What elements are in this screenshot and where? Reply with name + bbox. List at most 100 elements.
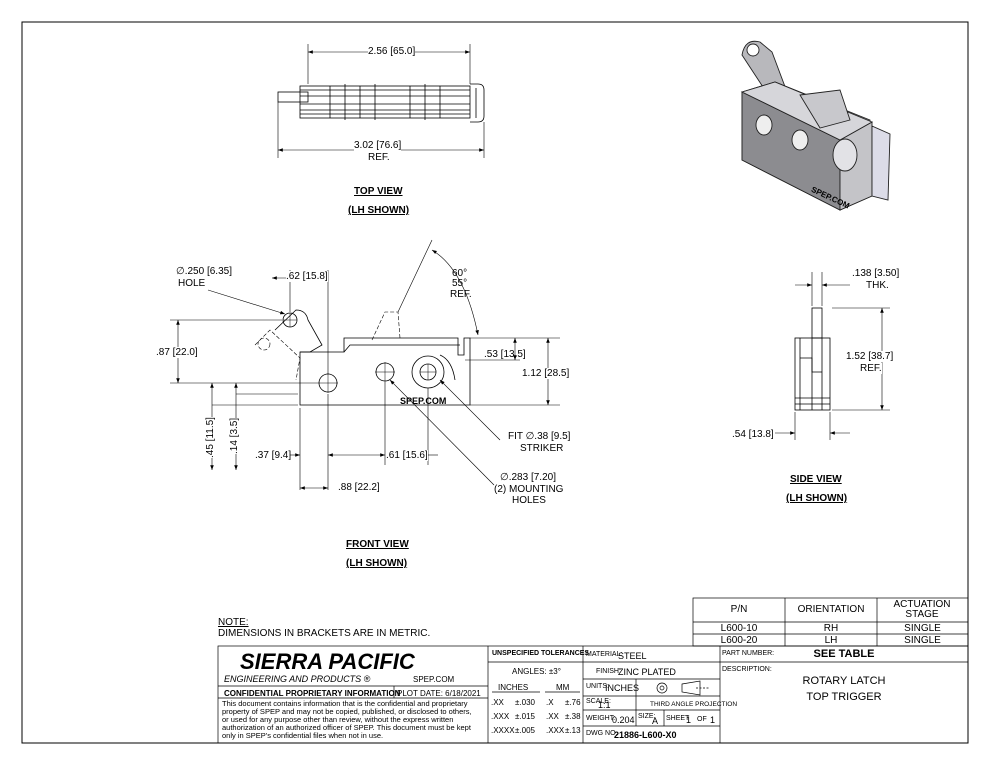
dim-hole-to-bottom: .45 [11.5] bbox=[205, 417, 216, 458]
dim-striker-slot-depth: .53 [13.5] bbox=[484, 349, 526, 360]
side-view-height: 1.52 [38.7] bbox=[846, 351, 894, 362]
scale-value: 1:1 bbox=[598, 700, 611, 710]
tolerances-mm-header: MM bbox=[556, 683, 570, 692]
plot-date: PLOT DATE: 6/18/2021 bbox=[397, 689, 481, 698]
drawing-number: 21886-L600-X0 bbox=[614, 730, 677, 740]
tol-row-1-mm-val: ±.76 bbox=[565, 698, 581, 707]
tol-row-1-mm: .X bbox=[546, 698, 554, 707]
description-label: DESCRIPTION: bbox=[722, 666, 772, 673]
parts-table-row-1-actuation: SINGLE bbox=[904, 623, 941, 634]
description-line-2: TOP TRIGGER bbox=[806, 691, 882, 703]
top-view-title: TOP VIEW bbox=[354, 186, 403, 197]
scale-label: SCALE: bbox=[586, 698, 611, 705]
side-view-drawing bbox=[775, 272, 890, 440]
front-view-drawing bbox=[170, 239, 560, 490]
description-line-1: ROTARY LATCH bbox=[802, 675, 886, 687]
note-title: NOTE: bbox=[218, 617, 249, 628]
tol-row-1-inch-val: ±.030 bbox=[515, 698, 535, 707]
tol-row-3-inch: .XXXX bbox=[491, 726, 515, 735]
striker-label: STRIKER bbox=[520, 443, 564, 454]
side-view-height-ref: REF. bbox=[860, 363, 882, 374]
sheet-value: 1 bbox=[686, 715, 692, 725]
tolerances-title: UNSPECIFIED TOLERANCES bbox=[492, 650, 590, 657]
top-view-overall-ref: REF. bbox=[368, 152, 390, 163]
finish-value: ZINC PLATED bbox=[618, 667, 676, 677]
trigger-angle-60: 60° bbox=[452, 268, 468, 279]
part-number-label: PART NUMBER: bbox=[722, 650, 775, 657]
title-block-grid bbox=[217, 645, 969, 744]
tol-row-2-mm-val: ±.38 bbox=[565, 712, 581, 721]
tol-row-3-inch-val: ±.005 bbox=[515, 726, 535, 735]
side-view-subtitle: (LH SHOWN) bbox=[786, 493, 848, 504]
disclaimer-line-3: or used for any purpose other than revie… bbox=[222, 715, 454, 724]
size-value: A bbox=[652, 716, 659, 726]
isometric-view-drawing bbox=[740, 40, 891, 211]
weight-value: 0.204 bbox=[612, 715, 635, 725]
material-value: STEEL bbox=[618, 651, 647, 661]
tol-row-1-inch: .XX bbox=[491, 698, 504, 707]
company-logo-text: SIERRA PACIFIC bbox=[240, 649, 415, 674]
company-website: SPEP.COM bbox=[413, 675, 455, 684]
material-label: MATERIAL: bbox=[586, 651, 623, 658]
side-view-title: SIDE VIEW bbox=[790, 474, 842, 485]
parts-table-row-1-pn: L600-10 bbox=[720, 623, 758, 634]
trigger-angle-ref: REF. bbox=[450, 289, 472, 300]
units-value: INCHES bbox=[605, 683, 640, 693]
tol-row-3-mm: .XXX bbox=[546, 726, 565, 735]
tolerances-angles: ANGLES: ±3° bbox=[512, 667, 561, 676]
drawing-number-label: DWG NO. bbox=[586, 730, 618, 737]
dim-trigger-hole-offset: .62 [15.8] bbox=[286, 271, 328, 282]
disclaimer-line-1: This document contains information that … bbox=[222, 699, 468, 708]
sheet-of-value: 1 bbox=[710, 715, 716, 725]
tol-row-3-mm-val: ±.13 bbox=[565, 726, 581, 735]
dim-left-edge-to-hole: .88 [22.2] bbox=[338, 482, 380, 493]
parts-table-row-2-actuation: SINGLE bbox=[904, 635, 941, 646]
company-subtitle: ENGINEERING AND PRODUCTS ® bbox=[224, 674, 371, 684]
front-view-subtitle: (LH SHOWN) bbox=[346, 558, 408, 569]
tol-row-2-inch-val: ±.015 bbox=[515, 712, 535, 721]
disclaimer-line-2: property of SPEP and may not be copied, … bbox=[222, 707, 472, 716]
dim-lower-edge: .14 [3.5] bbox=[229, 417, 240, 454]
front-view-brand-stamp: SPEP.COM bbox=[400, 396, 447, 406]
parts-table-row-1-orientation: RH bbox=[823, 623, 839, 634]
top-view-subtitle: (LH SHOWN) bbox=[348, 205, 410, 216]
parts-table-header-actuation: ACTUATION STAGE bbox=[893, 599, 951, 620]
disclaimer-line-4: authorization of an authorized officer o… bbox=[222, 723, 471, 732]
tol-row-2-inch: .XXX bbox=[491, 712, 510, 721]
parts-table-grid bbox=[692, 597, 969, 647]
top-view-width-dimension: 2.56 [65.0] bbox=[368, 46, 416, 57]
striker-fit-diameter: FIT ∅.38 [9.5] bbox=[508, 431, 571, 442]
note-text: DIMENSIONS IN BRACKETS ARE IN METRIC. bbox=[218, 628, 431, 639]
finish-label: FINISH: bbox=[596, 668, 621, 675]
trigger-hole-diameter: ∅.250 [6.35] bbox=[176, 266, 232, 277]
top-view-overall-dimension: 3.02 [76.6] bbox=[354, 140, 402, 151]
dim-plate-height: 1.12 [28.5] bbox=[522, 368, 570, 379]
dim-hole-spacing: .61 [15.6] bbox=[386, 450, 428, 461]
side-view-thickness: .138 [3.50] bbox=[852, 268, 900, 279]
size-label: SIZE: bbox=[638, 713, 656, 720]
disclaimer-line-5: only in SPEP's confidential files when n… bbox=[222, 731, 384, 740]
parts-table-row-2-pn: L600-20 bbox=[720, 635, 758, 646]
dim-trigger-height: .87 [22.0] bbox=[156, 347, 198, 358]
parts-table-row-2-orientation: LH bbox=[824, 635, 838, 646]
part-number-value: SEE TABLE bbox=[813, 648, 875, 660]
top-view-drawing bbox=[277, 44, 485, 158]
trigger-angle-55: 55° bbox=[452, 278, 468, 289]
tolerances-inches-header: INCHES bbox=[498, 683, 529, 692]
confidential-heading: CONFIDENTIAL PROPRIETARY INFORMATION bbox=[224, 689, 401, 698]
parts-table-header-orientation: ORIENTATION bbox=[797, 604, 865, 615]
side-view-depth: .54 [13.8] bbox=[732, 429, 774, 440]
side-view-thickness-label: THK. bbox=[866, 280, 889, 291]
dim-hole-horizontal: .37 [9.4] bbox=[255, 450, 292, 461]
sheet-of-label: OF bbox=[697, 716, 707, 723]
mounting-hole-label-2: HOLES bbox=[512, 495, 546, 506]
tol-row-2-mm: .XX bbox=[546, 712, 559, 721]
front-view-title: FRONT VIEW bbox=[346, 539, 409, 550]
sheet-label: SHEET bbox=[666, 715, 690, 722]
trigger-hole-label: HOLE bbox=[178, 278, 206, 289]
weight-label: WEIGHT: bbox=[586, 715, 616, 722]
parts-table-header-pn: P/N bbox=[730, 604, 748, 615]
projection-label: THIRD ANGLE PROJECTION bbox=[650, 701, 738, 708]
